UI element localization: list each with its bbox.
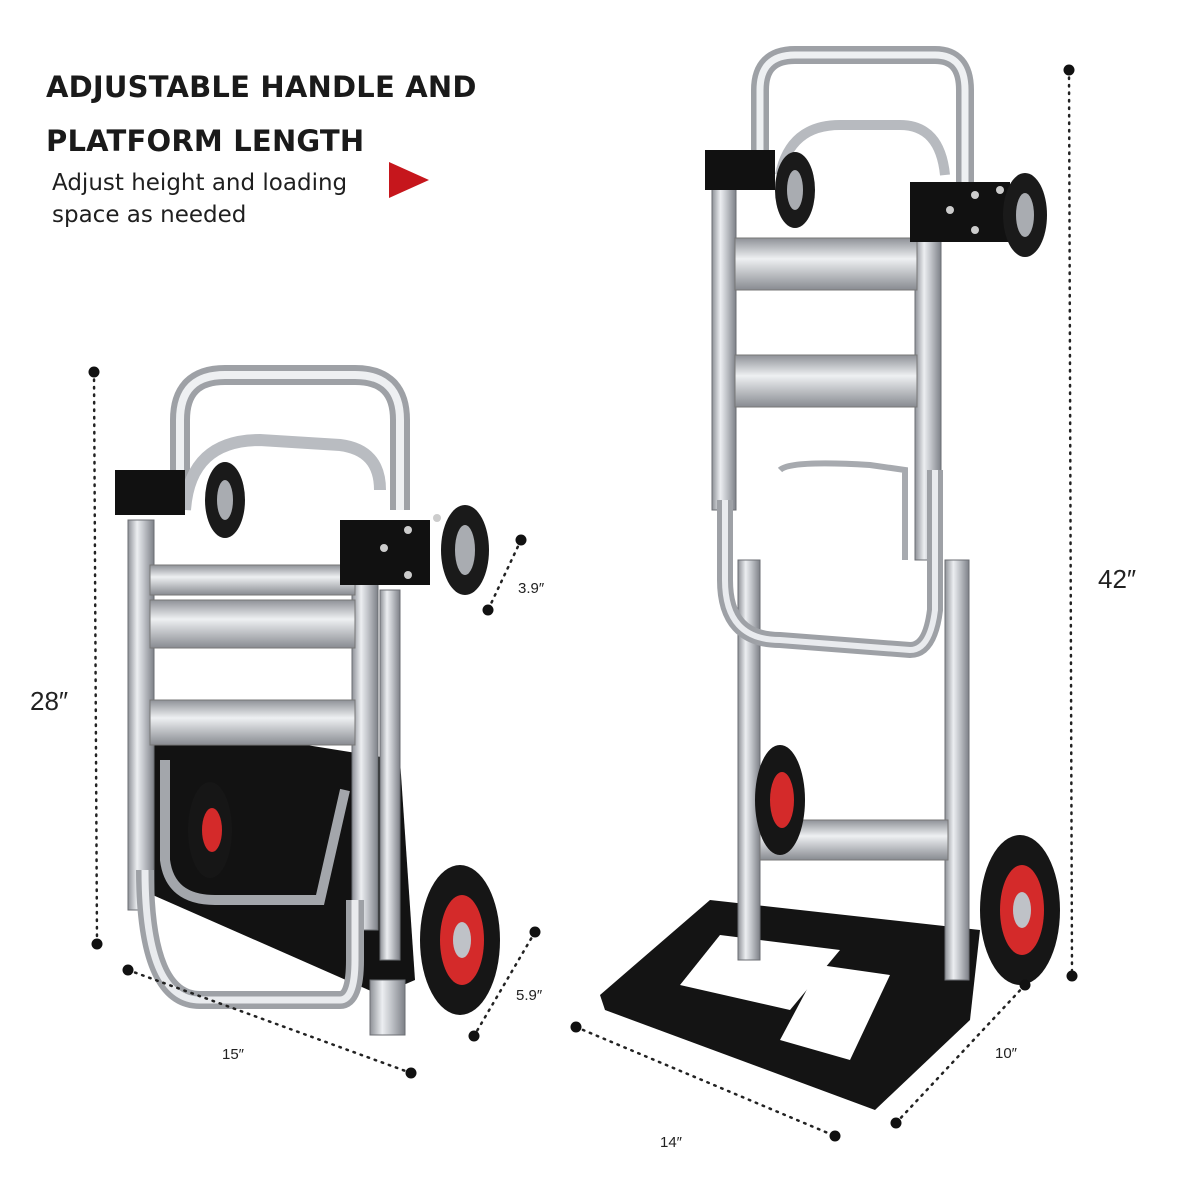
- subtitle-line-1: Adjust height and loading: [52, 170, 348, 196]
- extended-depth-label: 10″: [995, 1045, 1017, 1062]
- play-arrow-icon: [389, 162, 429, 198]
- dimension-lines: [92, 68, 1074, 1138]
- folded-hand-truck: [115, 365, 500, 1036]
- title-line-1: ADJUSTABLE HANDLE AND: [46, 70, 477, 104]
- wheel-diameter-label: 3.9″: [518, 580, 545, 597]
- folded-depth-label: 5.9″: [516, 987, 543, 1004]
- folded-width-label: 15″: [222, 1046, 244, 1063]
- folded-height-label: 28″: [30, 686, 69, 716]
- extended-hand-truck: [600, 46, 1060, 1110]
- dimension-endpoints: [88, 64, 1078, 1142]
- title-line-2: PLATFORM LENGTH: [46, 124, 365, 158]
- extended-height-label: 42″: [1098, 564, 1137, 594]
- extended-width-label: 14″: [660, 1134, 682, 1151]
- subtitle-line-2: space as needed: [52, 202, 247, 228]
